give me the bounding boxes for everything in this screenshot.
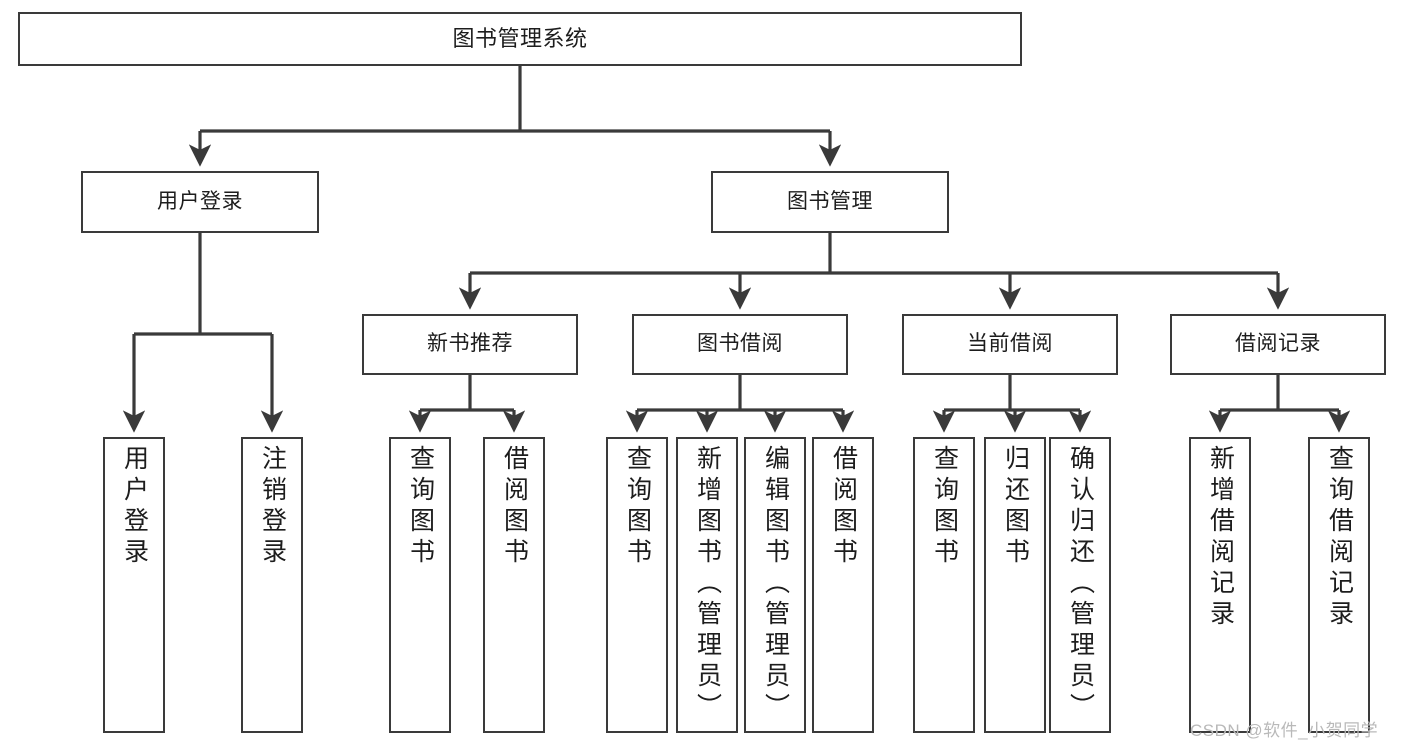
node-leaf-add-book[interactable]: 新增图书（管理员） (676, 437, 738, 733)
node-leaf-borrow-book-rec[interactable]: 借阅图书 (483, 437, 545, 733)
csdn-watermark: CSDN @软件_小贺同学 (1190, 721, 1379, 740)
node-leaf-edit-book-label: 编辑图书（管理员） (761, 445, 790, 724)
node-new-book-rec-label: 新书推荐 (427, 332, 513, 356)
node-root-label: 图书管理系统 (452, 26, 588, 52)
node-leaf-user-login[interactable]: 用户登录 (103, 437, 165, 733)
node-leaf-add-record[interactable]: 新增借阅记录 (1189, 437, 1251, 733)
node-leaf-user-logout[interactable]: 注销登录 (241, 437, 303, 733)
node-leaf-return-book[interactable]: 归还图书 (984, 437, 1046, 733)
node-book-borrow-label: 图书借阅 (697, 332, 783, 356)
node-new-book-rec[interactable]: 新书推荐 (362, 314, 578, 375)
node-leaf-add-book-label: 新增图书（管理员） (693, 445, 722, 724)
node-user-login[interactable]: 用户登录 (81, 171, 319, 233)
node-leaf-edit-book[interactable]: 编辑图书（管理员） (744, 437, 806, 733)
node-current-borrow-label: 当前借阅 (967, 332, 1053, 356)
node-leaf-query-book-cur[interactable]: 查询图书 (913, 437, 975, 733)
node-leaf-query-record-label: 查询借阅记录 (1325, 445, 1354, 631)
node-current-borrow[interactable]: 当前借阅 (902, 314, 1118, 375)
node-leaf-borrow-book-rec-label: 借阅图书 (500, 445, 529, 569)
node-leaf-query-book-rec-label: 查询图书 (406, 445, 435, 569)
node-leaf-query-book-borrow[interactable]: 查询图书 (606, 437, 668, 733)
node-book-manage-label: 图书管理 (787, 189, 873, 213)
node-borrow-record[interactable]: 借阅记录 (1170, 314, 1386, 375)
node-book-borrow[interactable]: 图书借阅 (632, 314, 848, 375)
node-leaf-user-login-label: 用户登录 (120, 445, 149, 569)
node-book-manage[interactable]: 图书管理 (711, 171, 949, 233)
node-leaf-query-record[interactable]: 查询借阅记录 (1308, 437, 1370, 733)
node-leaf-add-record-label: 新增借阅记录 (1206, 445, 1235, 631)
node-leaf-query-book-rec[interactable]: 查询图书 (389, 437, 451, 733)
node-leaf-confirm-return[interactable]: 确认归还（管理员） (1049, 437, 1111, 733)
node-borrow-record-label: 借阅记录 (1235, 332, 1321, 356)
node-user-login-label: 用户登录 (157, 189, 243, 213)
node-leaf-confirm-return-label: 确认归还（管理员） (1066, 445, 1095, 724)
node-root[interactable]: 图书管理系统 (18, 12, 1022, 66)
node-leaf-return-book-label: 归还图书 (1001, 445, 1030, 569)
node-leaf-borrow-book[interactable]: 借阅图书 (812, 437, 874, 733)
node-leaf-borrow-book-label: 借阅图书 (829, 445, 858, 569)
node-leaf-query-book-borrow-label: 查询图书 (623, 445, 652, 569)
node-leaf-query-book-cur-label: 查询图书 (930, 445, 959, 569)
node-leaf-user-logout-label: 注销登录 (258, 445, 287, 569)
